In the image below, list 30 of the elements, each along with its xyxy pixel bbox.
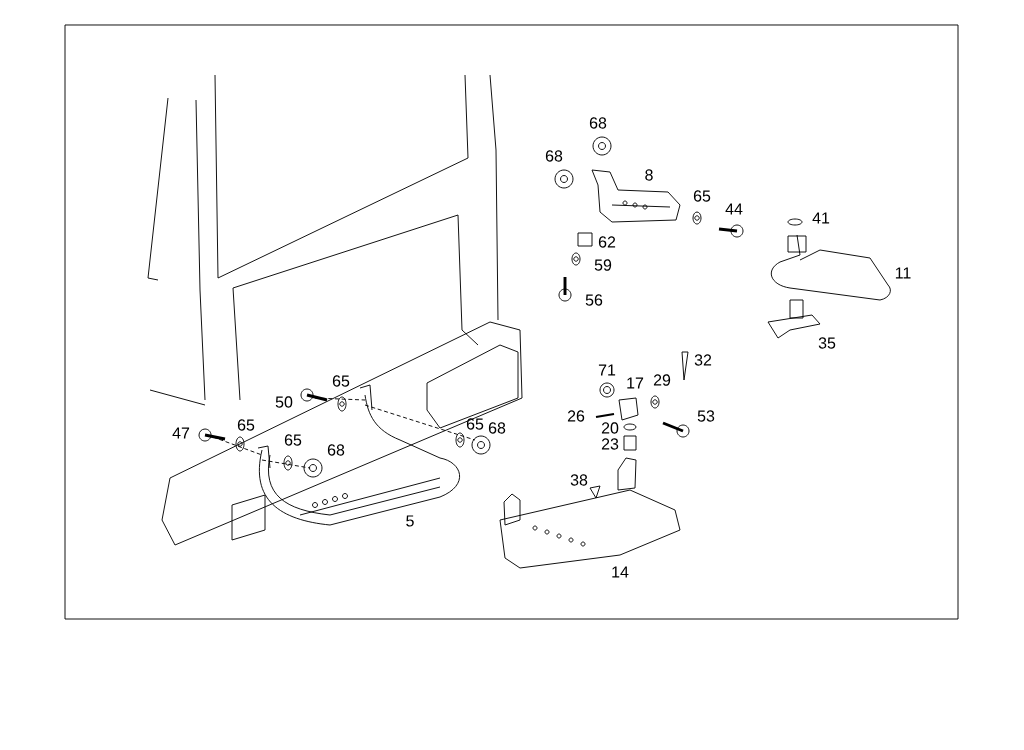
callout-number: 65 — [237, 419, 255, 431]
callout-number: 71 — [598, 364, 616, 376]
callout-number: 26 — [567, 410, 585, 422]
callout-number: 59 — [594, 259, 612, 271]
callout-number: 44 — [725, 203, 743, 215]
callout-number: 62 — [598, 236, 616, 248]
callout-number: 65 — [284, 434, 302, 446]
callout-number: 68 — [488, 422, 506, 434]
callout-number: 14 — [612, 566, 629, 578]
callout-number: 68 — [589, 117, 607, 129]
callout-number: 20 — [601, 422, 619, 434]
callout-number: 68 — [545, 150, 563, 162]
callout-number: 23 — [601, 438, 619, 450]
callout-number: 65 — [466, 418, 484, 430]
callout-number: 11 — [895, 267, 911, 279]
callout-number: 5 — [406, 515, 414, 527]
callout-number: 56 — [585, 294, 603, 306]
callout-number: 50 — [275, 396, 293, 408]
callout-number: 65 — [332, 375, 350, 387]
callout-number: 47 — [172, 427, 190, 439]
callout-number: 38 — [570, 474, 588, 486]
callout-number: 35 — [818, 337, 836, 349]
callout-number: 41 — [812, 212, 830, 224]
callout-number: 68 — [327, 444, 345, 456]
callout-number: 65 — [693, 190, 711, 202]
callout-number: 32 — [694, 354, 712, 366]
callout-number: 17 — [627, 377, 644, 389]
callout-number: 29 — [653, 374, 671, 386]
callout-number: 53 — [697, 410, 715, 422]
callout-number: 8 — [645, 169, 653, 181]
